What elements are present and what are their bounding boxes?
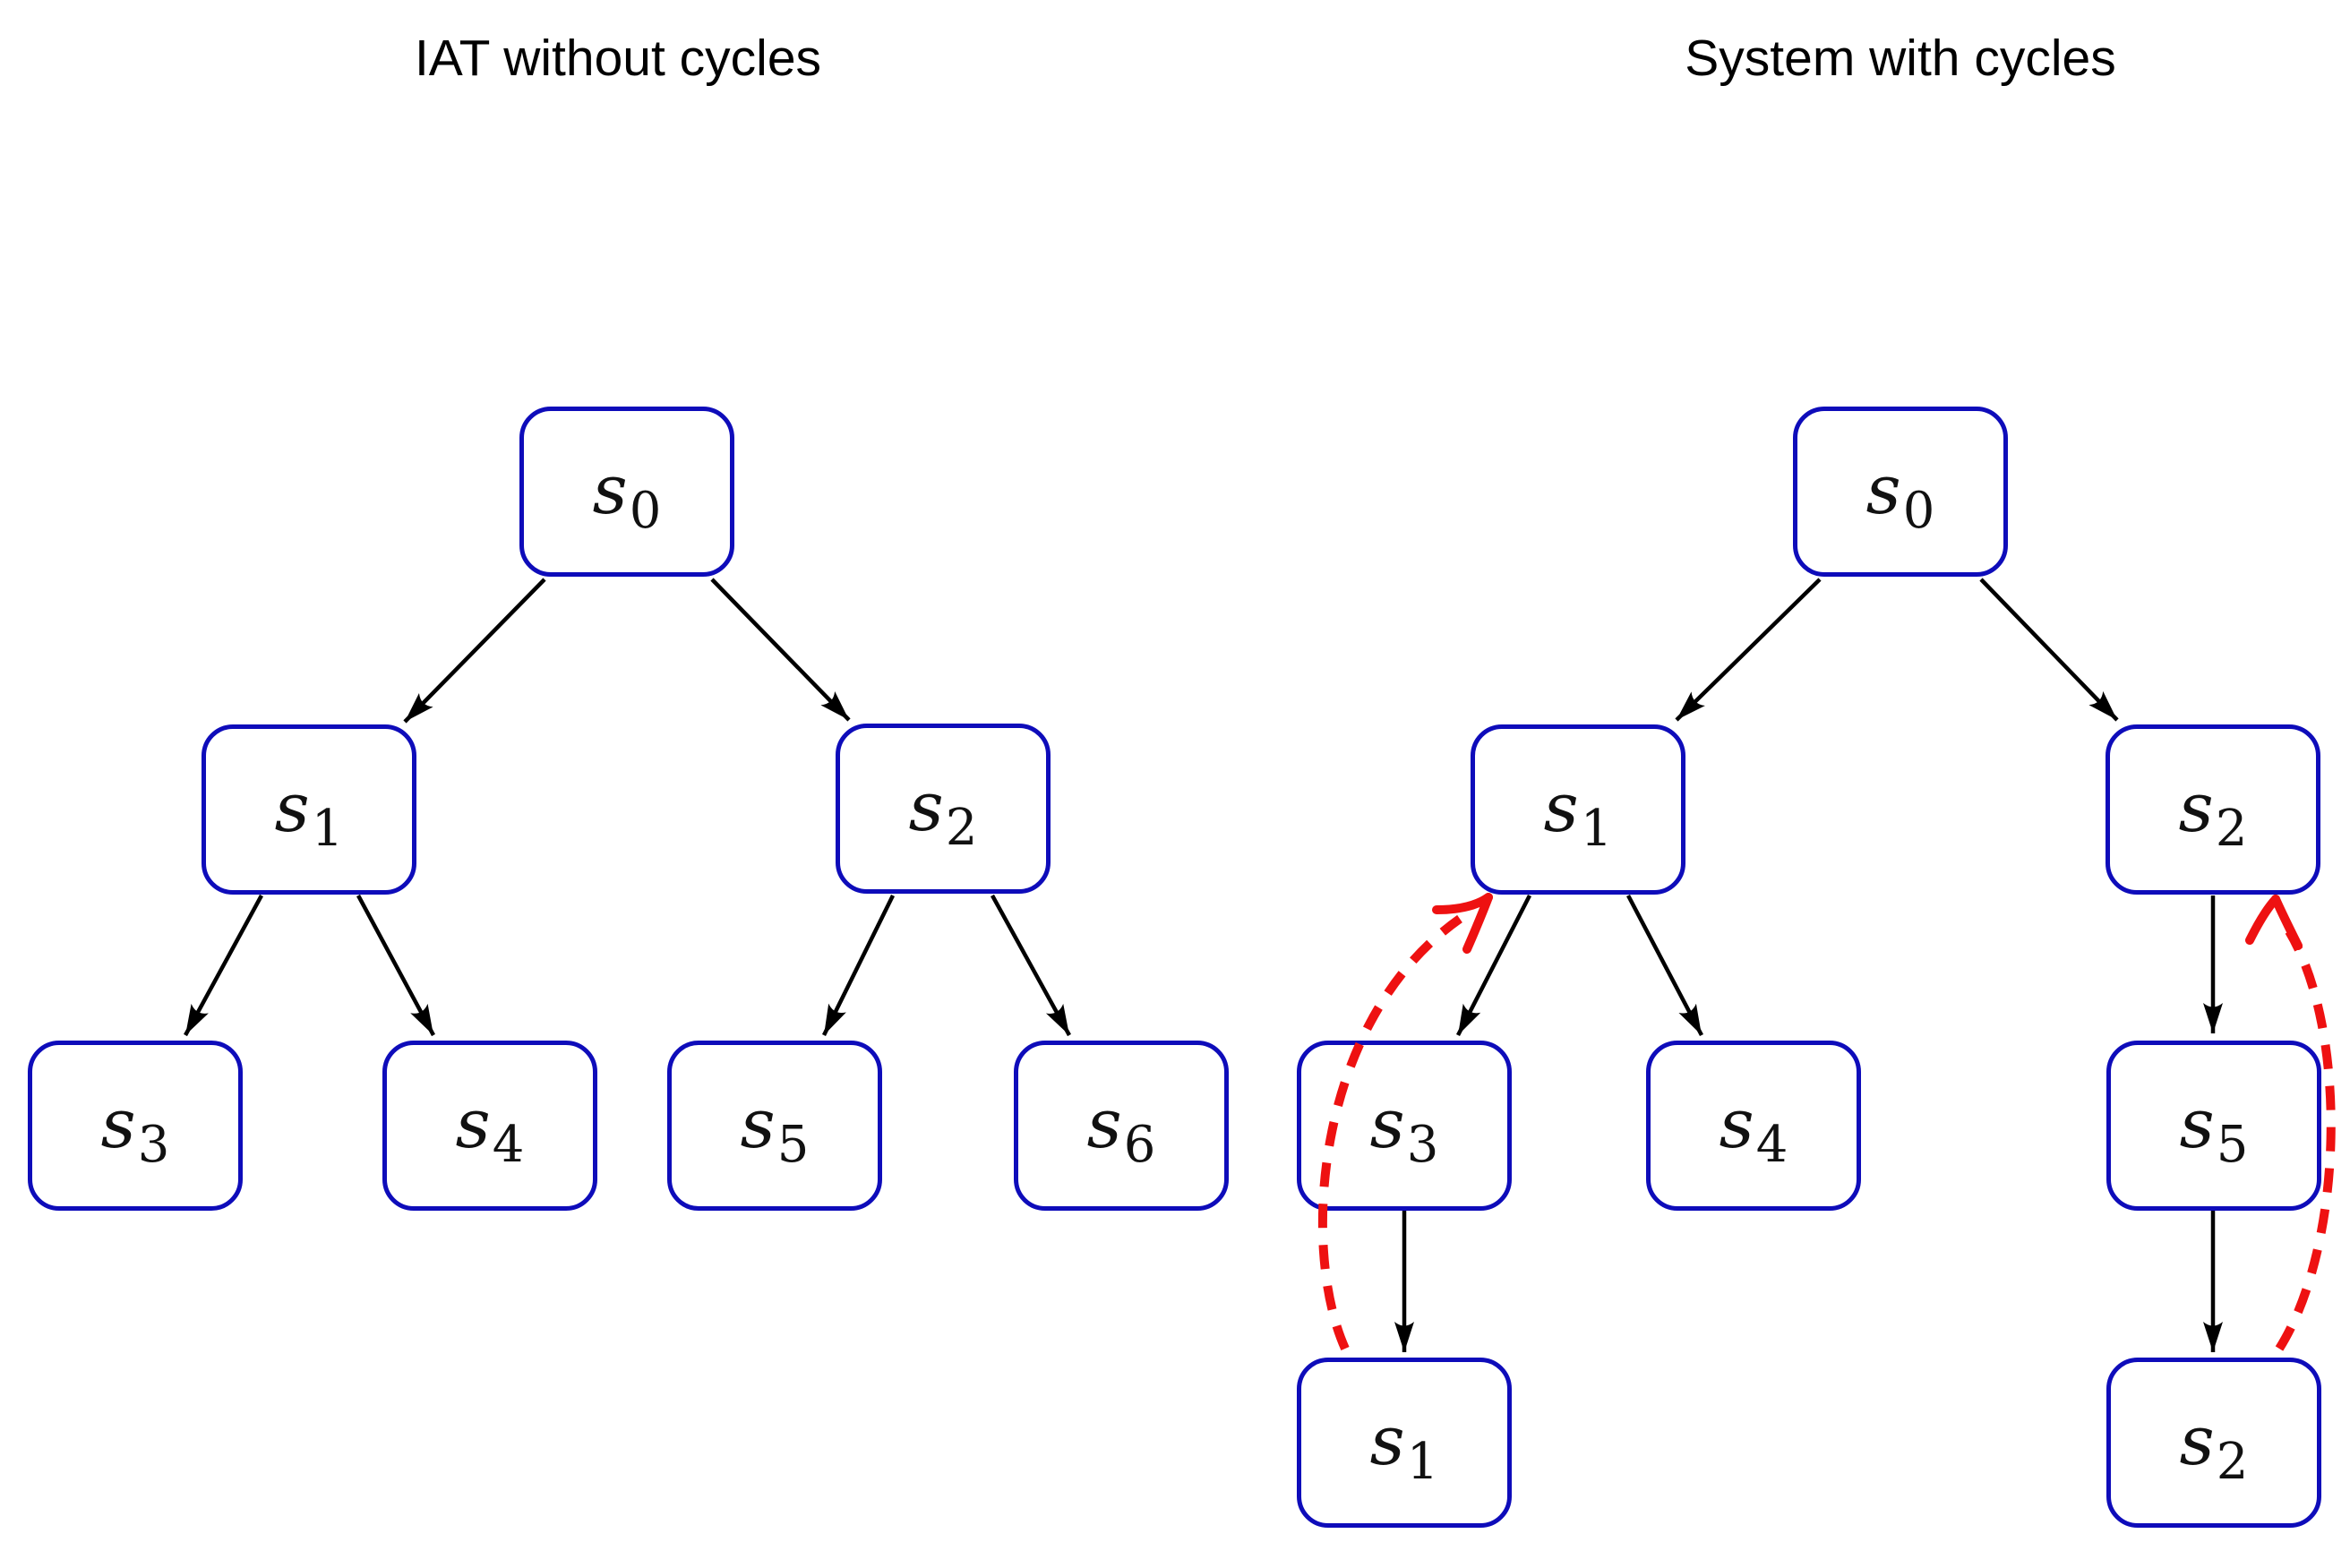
edge-left-s2-s5 (821, 895, 896, 1036)
cycle-arrowhead-barb (2271, 895, 2303, 950)
left-panel-title: IAT without cycles (414, 30, 822, 87)
right-panel-title: System with cycles (1685, 30, 2116, 87)
edge-right-s0-s2 (1979, 578, 2119, 722)
edge-left-s0-s1 (403, 578, 546, 724)
edge-left-s0-s2 (710, 578, 851, 722)
edge-right-s1-s4 (1626, 894, 1703, 1037)
edge-right-s1-s3 (1455, 894, 1532, 1037)
cycle-arrowhead-barb (2245, 895, 2280, 945)
edge-right-s0-s1 (1675, 578, 1822, 722)
edge-left-s2-s6 (991, 894, 1071, 1037)
cycle-arrowhead-barb (1462, 893, 1493, 954)
edge-left-s1-s4 (356, 894, 435, 1037)
cycle-arrowhead-barb (1432, 893, 1493, 914)
edge-left-s1-s3 (184, 894, 263, 1037)
